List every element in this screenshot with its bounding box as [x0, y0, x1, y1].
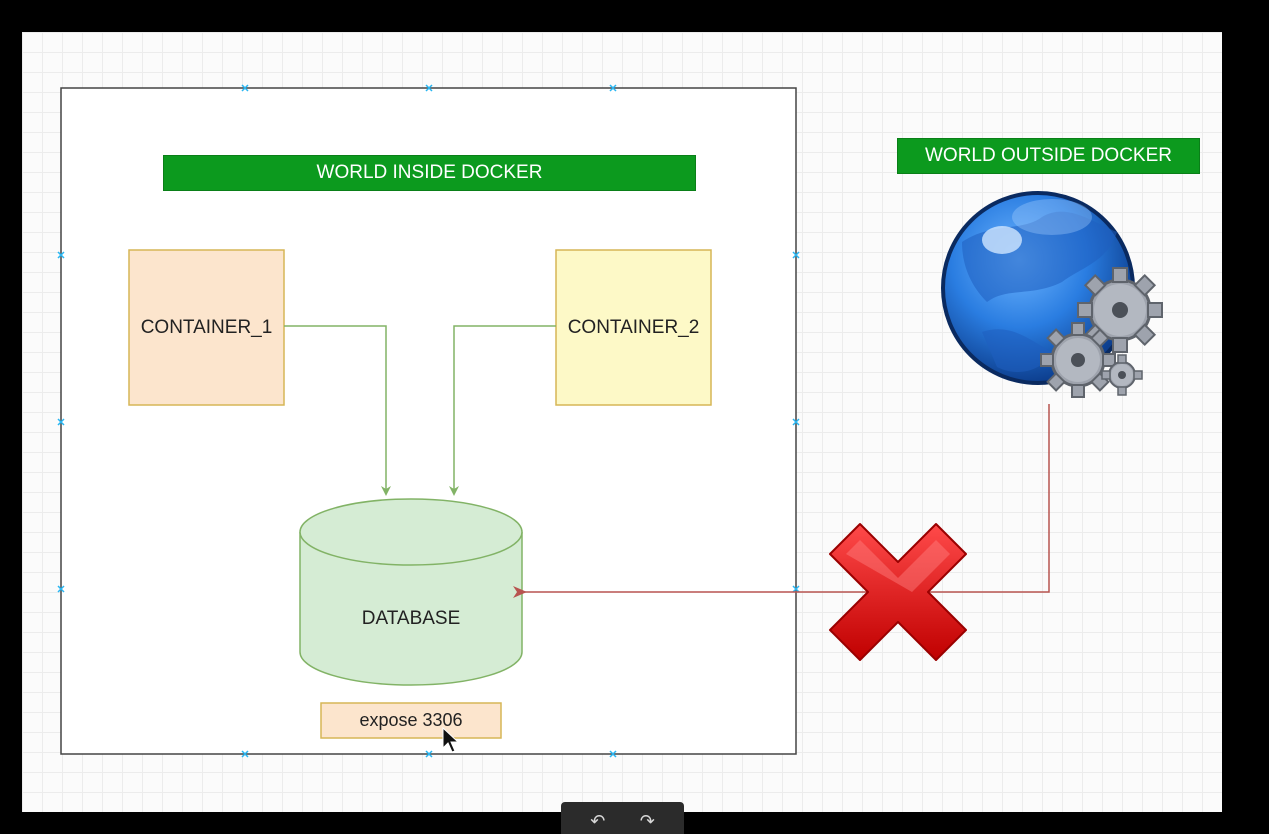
- container-2-label: CONTAINER_2: [567, 316, 700, 338]
- undo-icon[interactable]: ↶: [590, 811, 606, 831]
- container-1-label: CONTAINER_1: [140, 316, 273, 338]
- selection-handles: [57, 84, 800, 758]
- inside-docker-banner[interactable]: WORLD INSIDE DOCKER: [163, 155, 696, 191]
- arrow-outside-to-db[interactable]: [513, 404, 1050, 598]
- diagram-canvas[interactable]: WORLD INSIDE DOCKER WORLD OUTSIDE DOCKER…: [22, 32, 1222, 812]
- outside-docker-banner[interactable]: WORLD OUTSIDE DOCKER: [897, 138, 1200, 174]
- mouse-cursor-icon: [442, 726, 460, 753]
- globe-with-gears-icon: [941, 191, 1163, 398]
- container-1-box[interactable]: [128, 249, 285, 406]
- arrow-container2-to-db[interactable]: [449, 325, 556, 496]
- expose-port-box[interactable]: [320, 702, 502, 739]
- arrow-container1-to-db[interactable]: [284, 325, 391, 496]
- expose-port-label: expose 3306: [359, 710, 463, 730]
- database-cylinder[interactable]: [299, 498, 523, 686]
- database-label: DATABASE: [361, 608, 461, 629]
- bottom-toolbar: ↶ ↷: [561, 802, 684, 834]
- red-x-icon: [829, 523, 967, 661]
- container-2-box[interactable]: [555, 249, 712, 406]
- redo-icon[interactable]: ↷: [639, 811, 655, 831]
- diagram-svg: [57, 84, 1163, 758]
